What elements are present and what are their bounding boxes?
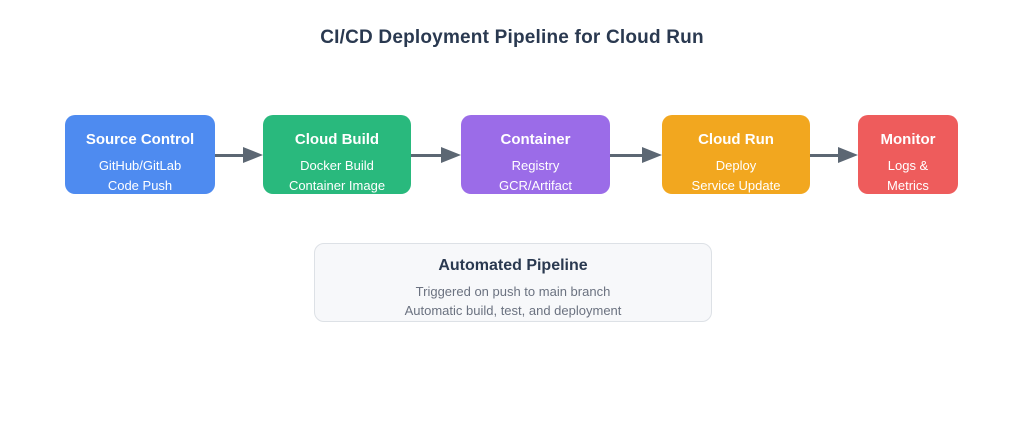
node-subtext: Service Update [691,178,781,193]
flow-arrow [610,147,662,163]
arrow-shaft [411,153,441,157]
automated-pipeline-panel: Automated Pipeline Triggered on push to … [314,243,712,322]
arrow-shaft [610,153,642,157]
node-container: Container Registry GCR/Artifact [461,115,610,194]
node-subtext: Docker Build [300,158,374,173]
node-subtext: GitHub/GitLab [98,158,182,173]
node-subtext: Deploy [715,158,757,173]
flow-arrow [411,147,461,163]
arrow-head-icon [243,147,263,163]
node-subtext: Metrics [887,178,929,193]
arrow-head-icon [838,147,858,163]
panel-line: Automatic build, test, and deployment [404,303,622,318]
node-title: Monitor [880,131,936,148]
node-subtext: GCR/Artifact [499,178,572,193]
panel-title: Automated Pipeline [438,257,588,274]
node-subtext: Logs & [887,158,929,173]
node-cloud-run: Cloud Run Deploy Service Update [662,115,810,194]
arrow-shaft [215,153,243,157]
node-subtext: Code Push [107,178,173,193]
arrow-shaft [810,153,838,157]
node-subtext: Registry [511,158,560,173]
panel-line: Triggered on push to main branch [415,284,611,299]
arrow-head-icon [441,147,461,163]
diagram-title: CI/CD Deployment Pipeline for Cloud Run [320,27,704,48]
node-subtext: Container Image [288,178,386,193]
node-monitor: Monitor Logs & Metrics [858,115,958,194]
flow-arrow [810,147,858,163]
flow-arrow [215,147,263,163]
node-title: Cloud Build [294,131,380,148]
node-title: Source Control [85,131,195,148]
node-cloud-build: Cloud Build Docker Build Container Image [263,115,411,194]
node-title: Container [500,131,571,148]
arrow-head-icon [642,147,662,163]
node-source-control: Source Control GitHub/GitLab Code Push [65,115,215,194]
node-title: Cloud Run [698,131,774,148]
